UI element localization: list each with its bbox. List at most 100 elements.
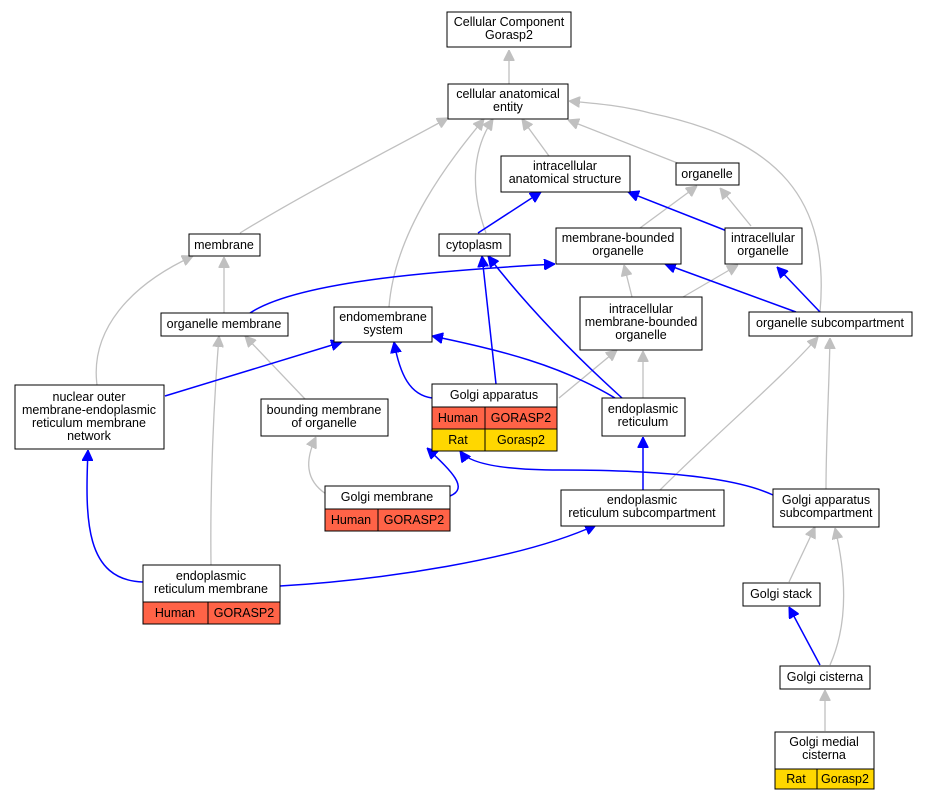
gene-cell-human — [377, 508, 451, 532]
edge-ers-os — [659, 337, 818, 491]
svg-text:Human: Human — [155, 606, 195, 620]
is-a-edges — [95, 50, 845, 731]
annotation-row-rat: Rat Gorasp2 — [431, 428, 558, 452]
edge-gc-gas — [829, 528, 845, 666]
svg-text:GORASP2: GORASP2 — [491, 411, 551, 425]
edge-nomern-es — [164, 342, 342, 397]
edge-membrane-cae — [239, 118, 448, 234]
edge-erm-ers — [279, 525, 596, 587]
edge-cytoplasm-ias — [477, 192, 541, 234]
svg-text:Rat: Rat — [786, 772, 806, 786]
svg-text:Gorasp2: Gorasp2 — [497, 433, 545, 447]
node-golgi-stack[interactable]: Golgi stack — [742, 582, 821, 607]
edge-os-cae — [569, 101, 822, 313]
edge-organelle-cae — [568, 120, 681, 165]
part-of-edges — [87, 192, 821, 666]
edge-io-organelle — [720, 188, 752, 227]
edge-erm-nomern — [87, 450, 144, 583]
annotation-row-human: Human GORASP2 — [142, 601, 281, 625]
edge-gas-ga — [460, 451, 774, 496]
node-golgi-cisterna[interactable]: Golgi cisterna — [779, 665, 871, 690]
edge-mbo-organelle — [639, 186, 697, 229]
svg-text:Golgi stack: Golgi stack — [750, 587, 813, 601]
edge-cytoplasm-cae — [474, 119, 493, 234]
edge-er-es — [432, 336, 616, 399]
edge-gm-bmo — [309, 437, 327, 495]
edge-ias-cae — [522, 119, 550, 157]
node-cytoplasm[interactable]: cytoplasm — [438, 233, 511, 257]
svg-text:Golgi membrane: Golgi membrane — [341, 490, 433, 504]
edge-es-cae — [388, 119, 484, 308]
svg-text:Rat: Rat — [448, 433, 468, 447]
svg-text:Golgi cisterna: Golgi cisterna — [787, 670, 863, 684]
svg-text:cytoplasm: cytoplasm — [446, 238, 502, 252]
edge-om-mbo — [249, 264, 555, 314]
svg-text:organelle: organelle — [681, 167, 732, 181]
node-golgi-membrane[interactable]: Golgi membrane Human GORASP2 — [324, 485, 451, 532]
gene-cell-rat — [484, 428, 558, 452]
node-organelle-membrane[interactable]: organelle membrane — [160, 312, 289, 337]
node-membrane[interactable]: membrane — [188, 233, 261, 257]
svg-text:Golgi apparatus: Golgi apparatus — [450, 388, 538, 402]
edge-erm-om — [210, 336, 219, 566]
edge-imbo-mbo — [624, 265, 633, 298]
svg-text:organelle subcompartment: organelle subcompartment — [756, 316, 905, 330]
svg-text:Human: Human — [331, 513, 371, 527]
svg-text:GORASP2: GORASP2 — [384, 513, 444, 527]
edge-gm-ga — [427, 448, 459, 497]
node-organelle-subcompartment[interactable]: organelle subcompartment — [748, 311, 913, 337]
svg-text:Human: Human — [438, 411, 478, 425]
edge-gas-os — [826, 338, 830, 490]
edge-nomern-membrane — [95, 256, 193, 386]
edge-ga-es — [394, 342, 433, 399]
edge-io-ias — [628, 192, 728, 232]
svg-text:GORASP2: GORASP2 — [214, 606, 274, 620]
edge-er-cytoplasm — [488, 256, 623, 399]
annotation-row-human: Human GORASP2 — [324, 508, 451, 532]
edge-ga-cytoplasm — [482, 256, 497, 385]
node-golgi-apparatus[interactable]: Golgi apparatus Human GORASP2 Rat Gorasp… — [431, 383, 558, 452]
edge-os-mbo — [665, 264, 797, 313]
edge-ga-imbo — [558, 350, 617, 399]
edge-gs-gas — [788, 527, 815, 583]
node-organelle[interactable]: organelle — [675, 162, 740, 186]
svg-text:organelle membrane: organelle membrane — [167, 317, 282, 331]
edge-os-io — [777, 267, 821, 313]
edge-gc-gs — [788, 607, 821, 666]
annotation-row-human: Human GORASP2 — [431, 406, 558, 430]
svg-text:membrane: membrane — [194, 238, 254, 252]
gene-cell-human — [207, 601, 281, 625]
gene-cell-rat — [816, 768, 875, 790]
annotation-row-rat: Rat Gorasp2 — [774, 768, 875, 790]
